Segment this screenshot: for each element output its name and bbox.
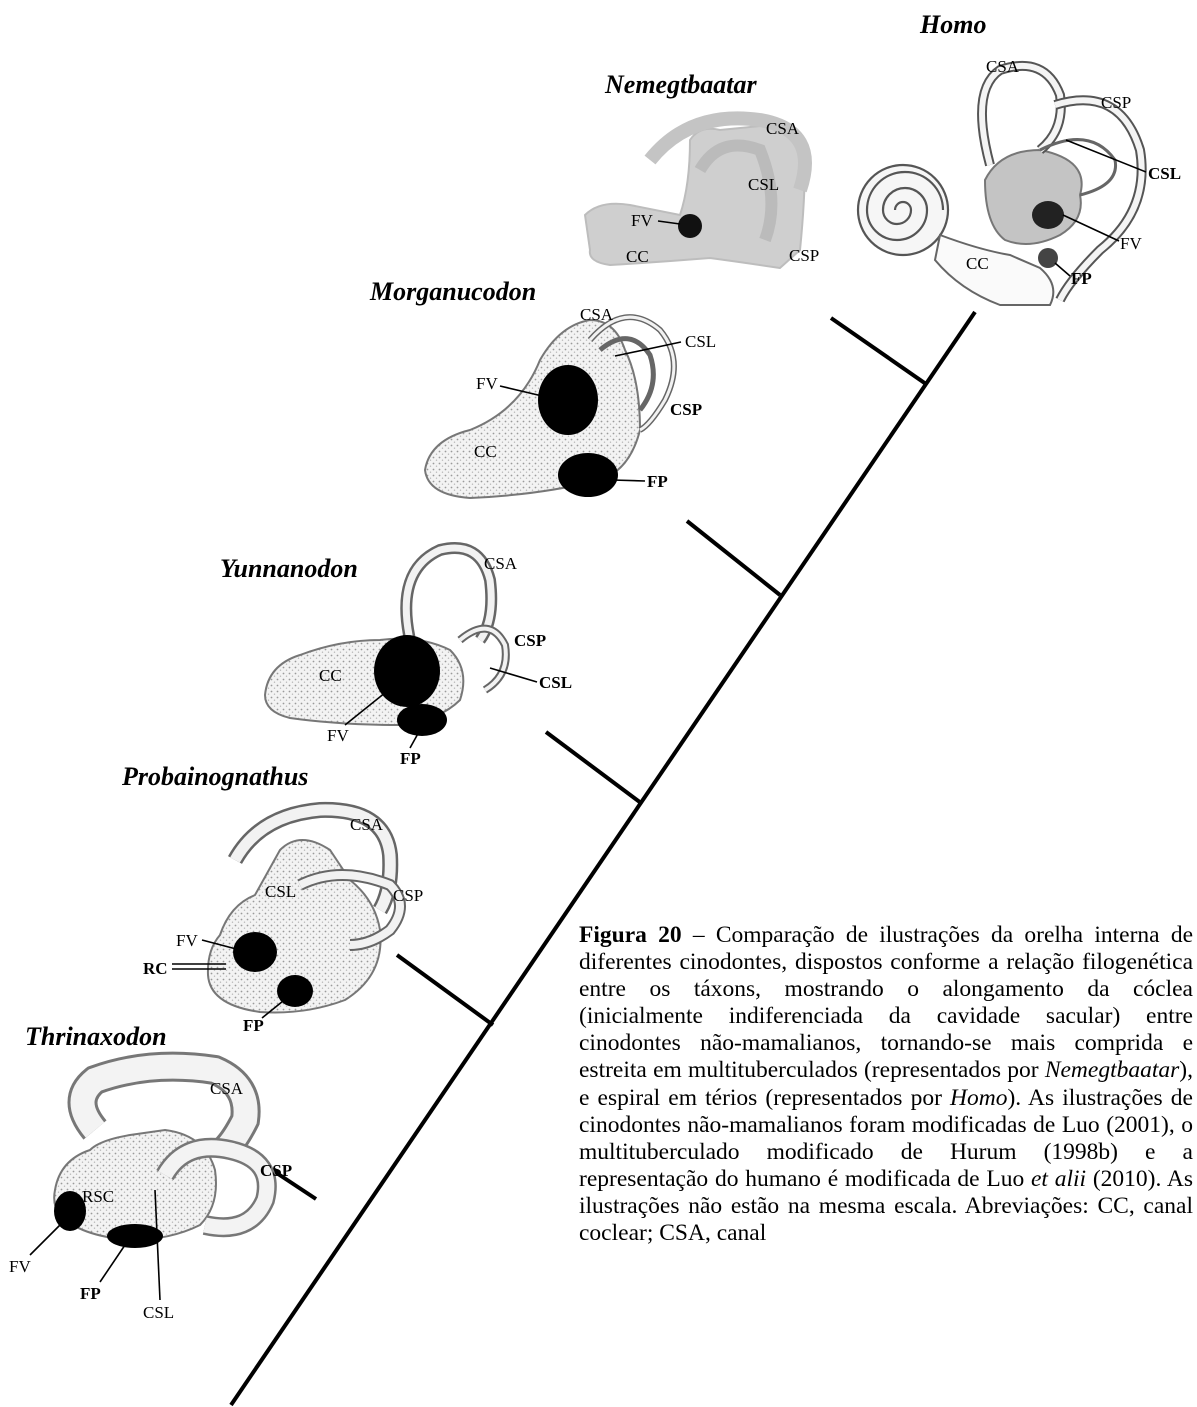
taxon-name-homo: Homo: [919, 10, 986, 39]
morganucodon-inner-ear: [425, 317, 674, 498]
label-fv: FV: [631, 211, 653, 230]
caption-title: Figura 20: [579, 922, 682, 948]
label-csl: CSL: [748, 175, 779, 194]
label-csa: CSA: [210, 1079, 244, 1098]
label-csl: CSL: [539, 673, 572, 692]
label-csp: CSP: [260, 1161, 292, 1180]
label-rc: RC: [143, 959, 168, 978]
label-cc: CC: [474, 442, 497, 461]
label-cc: CC: [319, 666, 342, 685]
label-fp: FP: [647, 472, 668, 491]
taxon-name-yunnanodon: Yunnanodon: [220, 554, 358, 583]
caption-italic-homo: Homo: [950, 1085, 1007, 1111]
label-csl: CSL: [1148, 164, 1181, 183]
homo-inner-ear: [858, 66, 1142, 305]
label-csp: CSP: [670, 400, 702, 419]
taxon-name-thrinaxodon: Thrinaxodon: [25, 1022, 167, 1051]
taxon-names: Homo Nemegtbaatar Morganucodon Yunnanodo…: [25, 10, 986, 1051]
label-fv: FV: [1120, 234, 1142, 253]
branch-probainognathus: [397, 955, 493, 1025]
label-fv: FV: [327, 726, 349, 745]
label-fp: FP: [400, 749, 421, 768]
figure-caption: Figura 20 – Comparação de ilustrações da…: [579, 922, 1193, 1247]
taxon-name-probainognathus: Probainognathus: [121, 762, 308, 791]
label-fp: FP: [80, 1284, 101, 1303]
caption-italic-et-alii: et alii: [1031, 1166, 1086, 1192]
label-fp: FP: [1071, 269, 1092, 288]
branch-yunnanodon: [546, 732, 641, 803]
label-csp: CSP: [393, 886, 423, 905]
label-csp: CSP: [514, 631, 546, 650]
label-csl: CSL: [143, 1303, 174, 1322]
taxon-name-nemegtbaatar: Nemegtbaatar: [604, 70, 758, 99]
caption-dash: –: [693, 922, 705, 948]
taxon-name-morganucodon: Morganucodon: [369, 277, 536, 306]
label-fv: FV: [176, 931, 198, 950]
label-csa: CSA: [986, 57, 1020, 76]
caption-italic-nemegtbaatar: Nemegtbaatar: [1045, 1057, 1179, 1083]
label-fv: FV: [9, 1257, 31, 1276]
probainognathus-inner-ear: [208, 810, 400, 1013]
label-cc: CC: [626, 247, 649, 266]
label-csl: CSL: [265, 882, 296, 901]
label-rsc: RSC: [82, 1187, 114, 1206]
label-csa: CSA: [766, 119, 800, 138]
label-csp: CSP: [1101, 93, 1131, 112]
label-fv: FV: [476, 374, 498, 393]
label-csl: CSL: [685, 332, 716, 351]
label-csa: CSA: [580, 305, 614, 324]
branch-homo-nemegtbaatar: [831, 318, 926, 384]
label-csa: CSA: [484, 554, 518, 573]
label-cc: CC: [966, 254, 989, 273]
label-csp: CSP: [789, 246, 819, 265]
branch-morganucodon: [687, 521, 780, 595]
label-csa: CSA: [350, 815, 384, 834]
label-fp: FP: [243, 1016, 264, 1035]
